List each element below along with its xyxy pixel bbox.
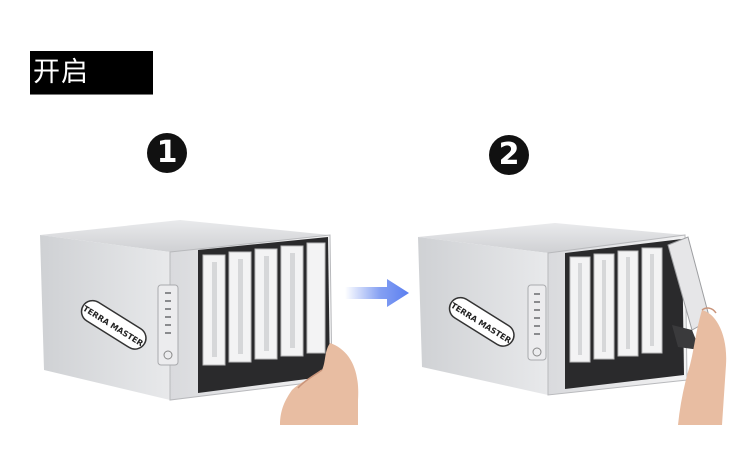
title-underline <box>30 94 153 95</box>
power-button-icon <box>532 347 542 357</box>
power-button-icon <box>163 350 173 360</box>
drive-trays <box>202 242 326 366</box>
drive-trays <box>569 247 663 363</box>
step-2-illustration: TERRA MASTER <box>418 223 727 425</box>
next-arrow-icon <box>345 279 409 307</box>
step-1-illustration: TERRA MASTER <box>40 220 359 425</box>
step-1-badge: 1 <box>147 133 187 173</box>
led-panel <box>527 284 547 361</box>
section-title: 开启 <box>30 51 153 94</box>
hand-icon <box>678 310 727 425</box>
step-2-badge: 2 <box>489 135 529 175</box>
nas-top <box>40 220 330 252</box>
hand-icon <box>280 343 359 425</box>
